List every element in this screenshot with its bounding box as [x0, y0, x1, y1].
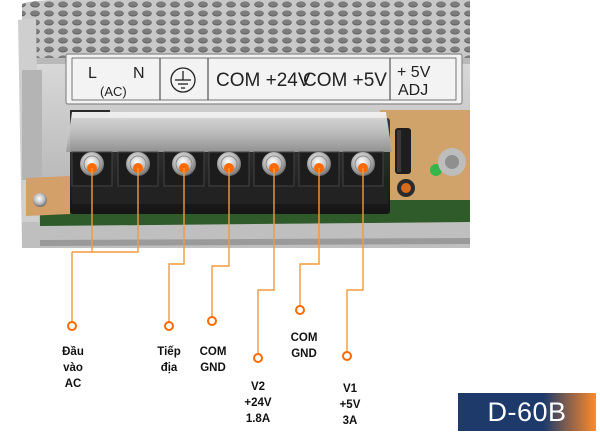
- callout-ground: Tiếp địa: [146, 344, 192, 376]
- callout-v1-line3: 3A: [342, 415, 358, 427]
- callout-com-gnd-2: COM GND: [283, 330, 325, 362]
- callout-v2: V2 +24V 1.8A: [237, 379, 279, 427]
- callout-ac-input-line2: vào: [63, 362, 83, 374]
- callout-com-gnd-2-line1: COM: [290, 332, 318, 344]
- label-plate-text: L N (AC) COM +24V COM +5V + 5V ADJ: [88, 64, 431, 99]
- label-ac: (AC): [100, 84, 127, 99]
- callout-com-gnd-2-line2: GND: [291, 348, 317, 360]
- callout-v2-line1: V2: [250, 381, 266, 393]
- callout-v1: V1 +5V 3A: [329, 381, 371, 429]
- callout-ac-input-line3: AC: [64, 378, 82, 390]
- callout-dots: [67, 305, 352, 363]
- callout-v1-line1: V1: [342, 383, 358, 395]
- label-l: L: [88, 65, 97, 82]
- callout-v1-line2: +5V: [339, 399, 361, 411]
- label-com-5v: COM +5V: [303, 70, 387, 91]
- label-n: N: [133, 65, 145, 82]
- label-adj-top: + 5V: [397, 64, 431, 81]
- label-com-24v: COM +24V: [216, 70, 311, 91]
- callout-com-gnd-1-line1: COM: [199, 346, 227, 358]
- callout-ac-input: Đầu vào AC: [52, 344, 94, 392]
- callout-com-gnd-1: COM GND: [192, 344, 234, 376]
- model-name: D-60B: [487, 396, 567, 427]
- label-adj-bottom: ADJ: [398, 82, 428, 99]
- terminal-1: [71, 151, 113, 187]
- callout-ac-input-line1: Đầu: [62, 346, 84, 358]
- callout-v2-line2: +24V: [244, 397, 272, 409]
- callout-ground-line1: Tiếp: [157, 346, 181, 358]
- label-plate: [65, 53, 463, 105]
- callout-com-gnd-1-line2: GND: [200, 362, 226, 374]
- callout-lines: [71, 168, 364, 354]
- terminal-4: [208, 151, 250, 187]
- ground-symbol-icon: [170, 67, 196, 93]
- model-badge: D-60B: [458, 393, 596, 431]
- terminal-screws: [71, 151, 384, 187]
- callout-ground-line2: địa: [160, 362, 178, 374]
- callout-v2-line3: 1.8A: [245, 413, 271, 425]
